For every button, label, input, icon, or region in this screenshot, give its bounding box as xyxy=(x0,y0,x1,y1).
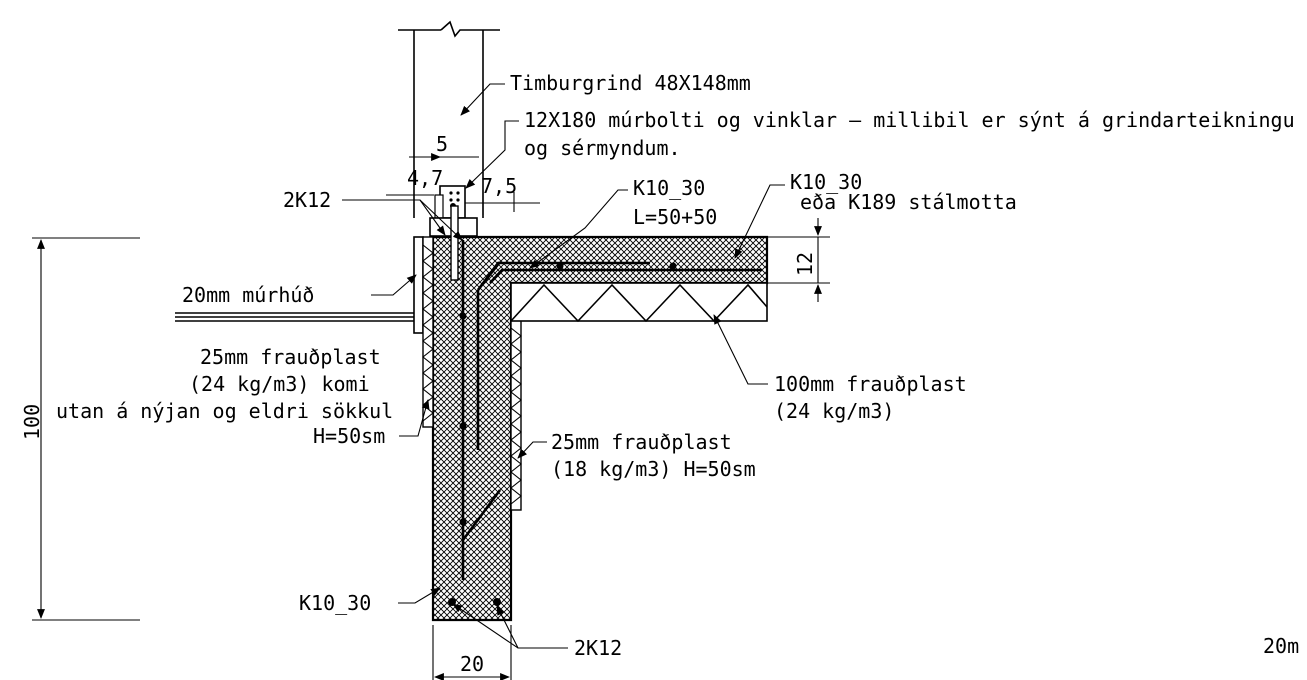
timber-stud xyxy=(398,20,500,218)
label-frauplast-outer-3: utan á nýjan og eldri sökkul xyxy=(56,399,393,423)
label-murbolti-line2: og sérmyndum. xyxy=(524,136,681,160)
slab-insulation xyxy=(510,282,768,323)
label-frauplast-outer-1: 25mm frauðplast xyxy=(200,345,381,369)
ground-line xyxy=(175,312,414,322)
label-dim-5: 5 xyxy=(436,132,448,156)
inner-insulation xyxy=(510,319,522,511)
label-frauplast100-1: 100mm frauðplast xyxy=(774,372,967,396)
label-k10-30-right: K10_30 xyxy=(790,170,862,194)
label-frauplast-outer-2: (24 kg/m3) komi xyxy=(189,372,370,396)
label-dim-100: 100 xyxy=(20,404,44,440)
label-k10-30-bottom: K10_30 xyxy=(299,591,371,615)
rebar-lines xyxy=(461,240,762,580)
label-k10-30-right-alt: eða K189 stálmotta xyxy=(800,190,1017,214)
plaster-layer xyxy=(413,236,424,334)
outer-insulation xyxy=(422,236,434,428)
dimension-12 xyxy=(767,218,830,302)
label-dim-4-7: 4,7 xyxy=(407,166,443,190)
leader-lines xyxy=(342,83,785,649)
label-timburgrind: Timburgrind 48X148mm xyxy=(510,71,751,95)
dimension-100 xyxy=(32,237,140,621)
label-2k12-bottom: 2K12 xyxy=(574,636,622,660)
label-murbolti-line1: 12X180 múrbolti og vinklar – millibil er… xyxy=(524,108,1295,132)
label-dim-20: 20 xyxy=(460,652,484,676)
label-dim-7-5: 7,5 xyxy=(481,174,517,198)
label-cut-off: 20m xyxy=(1263,634,1299,658)
label-murhud: 20mm múrhúð xyxy=(182,283,314,307)
anchor-bolt xyxy=(450,205,459,281)
label-k10-30-mid-length: L=50+50 xyxy=(633,205,717,229)
label-frauplast100-2: (24 kg/m3) xyxy=(774,399,894,423)
label-dim-12: 12 xyxy=(793,252,817,276)
label-frauplast-outer-4: H=50sm xyxy=(313,424,385,448)
rebar-dots xyxy=(448,262,677,606)
label-2k12-top: 2K12 xyxy=(283,188,331,212)
label-frauplast-inner-1: 25mm frauðplast xyxy=(551,430,732,454)
dimension-top xyxy=(386,153,540,215)
anchor-bracket xyxy=(434,185,466,219)
label-k10-30-mid: K10_30 xyxy=(633,176,705,200)
label-frauplast-inner-2: (18 kg/m3) H=50sm xyxy=(551,457,756,481)
